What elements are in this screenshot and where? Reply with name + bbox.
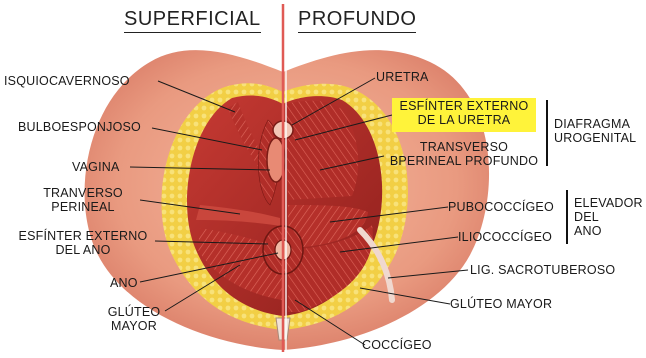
label-vagina: VAGINA: [72, 160, 120, 174]
label-ano: ANO: [110, 276, 138, 290]
label-esfinter-uretra: ESFÍNTER EXTERNO DE LA URETRA: [392, 99, 536, 127]
label-transverso-profundo: TRANSVERSO BPERINEAL PROFUNDO: [384, 140, 544, 168]
label-elevador-line2: DEL: [574, 210, 643, 224]
label-tranverso-line1: TRANVERSO: [38, 186, 128, 200]
label-diafragma-line2: UROGENITAL: [554, 131, 636, 145]
label-esfinter-uretra-line1: ESFÍNTER EXTERNO: [392, 99, 536, 113]
label-esfinter-ano-line2: DEL ANO: [10, 243, 156, 257]
label-esfinter-ano: ESFÍNTER EXTERNO DEL ANO: [10, 229, 156, 257]
label-tranverso-line2: PERINEAL: [38, 200, 128, 214]
label-tranverso-perineal: TRANVERSO PERINEAL: [38, 186, 128, 214]
bracket-diafragma: [546, 100, 548, 166]
label-diafragma-urogenital: DIAFRAGMA UROGENITAL: [554, 117, 636, 145]
label-elevador-line1: ELEVADOR: [574, 196, 643, 210]
label-gluteo-left: GLÚTEO MAYOR: [104, 305, 164, 333]
label-coccigeo: COCCÍGEO: [362, 338, 432, 352]
label-esfinter-ano-line1: ESFÍNTER EXTERNO: [10, 229, 156, 243]
label-gluteo-right: GLÚTEO MAYOR: [450, 297, 552, 311]
bracket-elevador: [566, 190, 568, 244]
label-bulboesponjoso: BULBOESPONJOSO: [18, 120, 141, 134]
label-diafragma-line1: DIAFRAGMA: [554, 117, 636, 131]
label-isquiocavernoso: ISQUIOCAVERNOSO: [4, 74, 130, 88]
label-transverso-profundo-line1: TRANSVERSO: [384, 140, 544, 154]
label-elevador-line3: ANO: [574, 224, 643, 238]
label-sacrotuberoso: LIG. SACROTUBEROSO: [470, 263, 615, 277]
label-gluteo-left-line2: MAYOR: [104, 319, 164, 333]
header-superficial: SUPERFICIAL: [124, 8, 261, 33]
label-iliococcigeo: ILIOCOCCÍGEO: [458, 230, 552, 244]
label-elevador-ano: ELEVADOR DEL ANO: [574, 196, 643, 238]
label-gluteo-left-line1: GLÚTEO: [104, 305, 164, 319]
label-uretra: URETRA: [376, 70, 429, 84]
label-pubococcigeo: PUBOCOCCÍGEO: [448, 200, 554, 214]
label-esfinter-uretra-line2: DE LA URETRA: [392, 113, 536, 127]
label-transverso-profundo-line2: BPERINEAL PROFUNDO: [384, 154, 544, 168]
header-profundo: PROFUNDO: [298, 8, 416, 33]
